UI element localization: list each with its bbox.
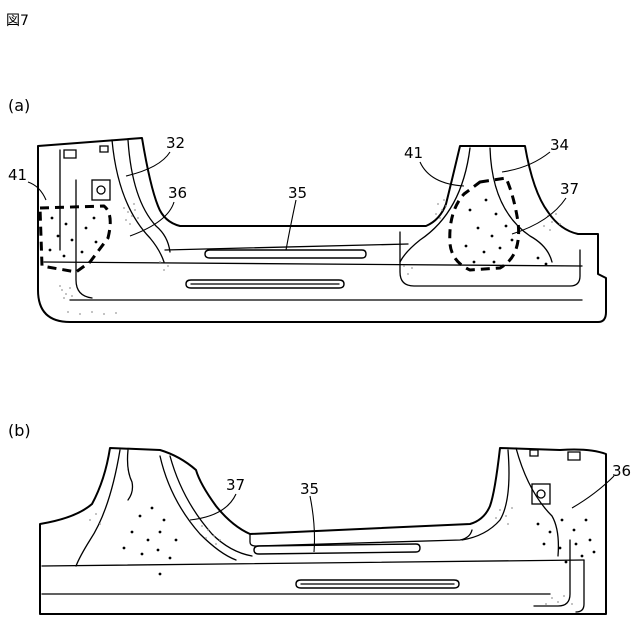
ref-34: 34	[550, 136, 569, 154]
bolt-hole-icon-b	[537, 490, 545, 498]
panel-b-label: (b)	[8, 421, 31, 440]
leader-35-b	[310, 496, 315, 552]
bolt-hole-icon	[97, 186, 105, 194]
figure-title: 図7	[6, 13, 29, 29]
panel-a-label: (a)	[8, 96, 30, 115]
panel-a: (a)	[8, 96, 606, 322]
ref-41-right: 41	[404, 144, 423, 162]
ref-36-b: 36	[612, 462, 631, 480]
ref-35-a: 35	[288, 184, 307, 202]
ref-41-left: 41	[8, 166, 27, 184]
leader-37-b	[190, 494, 236, 520]
upper-groove-a	[205, 250, 366, 258]
leader-41-right	[420, 162, 464, 186]
ref-36-a: 36	[168, 184, 187, 202]
upper-groove-b	[254, 544, 420, 554]
panel-b: (b)	[8, 421, 631, 614]
leader-36-b	[572, 476, 614, 508]
dots-region-b	[123, 507, 596, 576]
ref-35-b: 35	[300, 480, 319, 498]
side-sill-outline-a	[38, 138, 606, 322]
ref-37-b: 37	[226, 476, 245, 494]
side-sill-outline-b	[40, 448, 606, 614]
ref-32: 32	[166, 134, 185, 152]
bracket-plate-icon	[92, 180, 110, 200]
stipple-shading-b	[89, 507, 573, 605]
dashed-region-41-right	[450, 178, 519, 270]
ref-37-a: 37	[560, 180, 579, 198]
